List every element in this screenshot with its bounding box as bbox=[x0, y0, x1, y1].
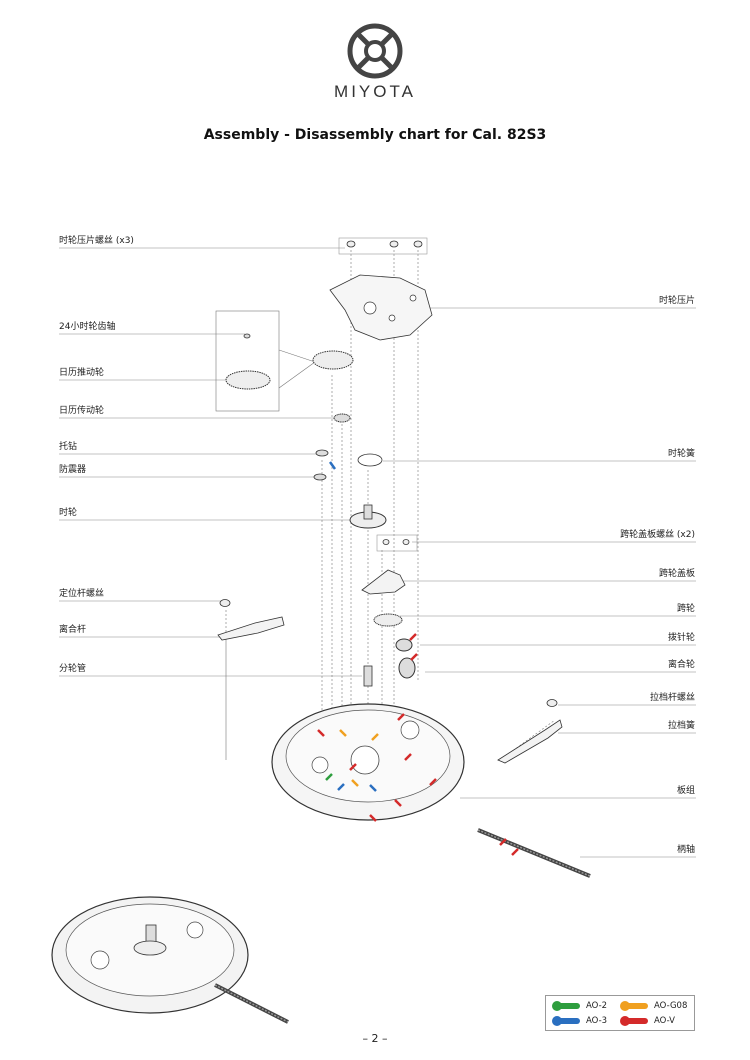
label-bridge-wheel: 跨轮 bbox=[676, 604, 695, 614]
label-yoke-spring: 拉档簧 bbox=[667, 721, 695, 731]
legend-item: AO-G08 bbox=[620, 1001, 687, 1011]
label-clutch-wheel: 离合轮 bbox=[667, 660, 695, 670]
oiler-icon bbox=[620, 1001, 648, 1011]
label-bridge-cover: 跨轮盖板 bbox=[658, 569, 695, 579]
label-setting-lever-screw: 定位杆螺丝 bbox=[59, 589, 105, 599]
legend-item: AO-2 bbox=[552, 1001, 607, 1011]
label-jewel: 托钻 bbox=[59, 442, 78, 452]
label-hour-wheel: 时轮 bbox=[59, 508, 78, 518]
label-date-transmission-wheel: 日历传动轮 bbox=[59, 406, 105, 416]
label-date-driving-wheel: 日历推动轮 bbox=[59, 368, 105, 378]
page-number: – 2 – bbox=[362, 1032, 388, 1045]
page-title: Assembly - Disassembly chart for Cal. 82… bbox=[203, 127, 547, 143]
oiler-icon bbox=[552, 1016, 580, 1026]
oiler-icon bbox=[620, 1016, 648, 1026]
label-main-plate-assembly: 板组 bbox=[676, 786, 695, 796]
label-setting-wheel: 拨针轮 bbox=[667, 633, 695, 643]
label-winding-stem: 柄轴 bbox=[676, 845, 695, 855]
label-yoke-screw: 拉档杆螺丝 bbox=[649, 693, 695, 703]
oil-legend: AO-2 AO-G08 AO-3 AO-V bbox=[545, 995, 695, 1031]
label-24h-wheel-pinion: 24小时轮齿轴 bbox=[59, 322, 116, 332]
miyota-logo-icon bbox=[347, 23, 403, 79]
oiler-icon bbox=[552, 1001, 580, 1011]
label-minute-pipe: 分轮管 bbox=[59, 664, 87, 674]
legend-item: AO-3 bbox=[552, 1016, 607, 1026]
label-hour-wheel-plate-screw: 时轮压片螺丝 (x3) bbox=[59, 236, 134, 246]
brand-logo: MIYOTA bbox=[0, 22, 750, 102]
brand-name: MIYOTA bbox=[334, 82, 416, 101]
label-hour-wheel-plate: 时轮压片 bbox=[658, 296, 695, 306]
label-shock-absorber: 防震器 bbox=[59, 465, 87, 475]
legend-item: AO-V bbox=[620, 1016, 675, 1026]
label-clutch-lever: 离合杆 bbox=[59, 625, 87, 635]
label-bridge-cover-screw: 跨轮盖板螺丝 (x2) bbox=[620, 530, 695, 540]
label-hour-wheel-spring: 时轮簧 bbox=[667, 449, 695, 459]
